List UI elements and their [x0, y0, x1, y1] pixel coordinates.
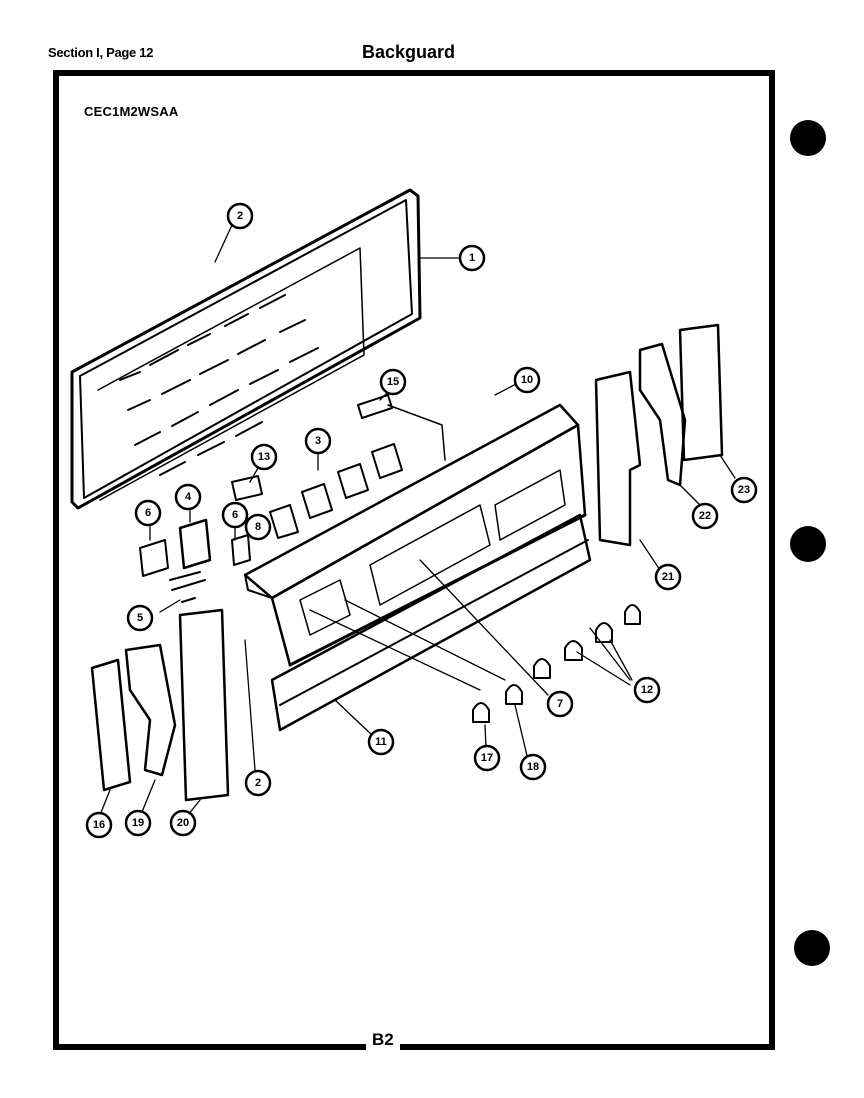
callout-label-22: 22: [699, 510, 711, 522]
binder-hole-top: [790, 120, 826, 156]
part-end-panel-21: [594, 370, 642, 547]
callout-circle-21: [654, 563, 682, 591]
callout-label-1: 1: [469, 252, 475, 264]
callout-label-23: 23: [738, 484, 750, 496]
callout-label-13: 13: [258, 451, 270, 463]
callout-label-18: 18: [527, 761, 539, 773]
callout-circle-22: [691, 502, 719, 530]
part-indicator: [231, 534, 251, 566]
callout-circle-6b: [221, 501, 249, 529]
callout-label-10: 10: [521, 374, 533, 386]
part-knobs: [472, 604, 641, 723]
callout-circle-2a: [226, 202, 254, 230]
callout-circle-3: [304, 427, 332, 455]
callout-label-11: 11: [375, 736, 387, 748]
part-timer: [178, 518, 212, 570]
callout-label-8: 8: [255, 521, 261, 533]
callout-circle-23: [730, 476, 758, 504]
part-control-panel: [243, 403, 587, 667]
callout-label-12: 12: [641, 684, 653, 696]
callout-label-2b: 2: [255, 777, 261, 789]
callout-label-4: 4: [185, 491, 192, 503]
part-bracket: [231, 475, 263, 501]
section-label: Section I, Page 12: [48, 45, 154, 60]
callout-label-17: 17: [481, 752, 493, 764]
callout-label-21: 21: [662, 571, 674, 583]
part-screws: [169, 571, 206, 603]
part-trim-strip: [270, 513, 592, 732]
part-switches: [269, 443, 403, 539]
callout-label-3: 3: [315, 435, 321, 447]
part-end-panel-20: [178, 608, 230, 802]
callout-label-19: 19: [132, 817, 144, 829]
part-end-cap-23: [678, 323, 724, 462]
callout-circle-11: [367, 728, 395, 756]
diagram-frame: [53, 70, 775, 1050]
callout-circle-1: [458, 244, 486, 272]
page-code: B2: [366, 1030, 400, 1050]
callout-circle-18: [519, 753, 547, 781]
callout-label-15: 15: [387, 376, 399, 388]
callout-circle-12: [633, 676, 661, 704]
callout-circle-17: [473, 744, 501, 772]
part-end-cap-16: [90, 658, 132, 792]
callout-label-5: 5: [137, 612, 143, 624]
binder-hole-bottom: [794, 930, 830, 966]
part-end-cap-19: [124, 643, 177, 777]
callout-circle-6a: [134, 499, 162, 527]
callout-circle-5: [126, 604, 154, 632]
part-clip: [357, 394, 393, 419]
binder-hole-middle: [790, 526, 826, 562]
part-switch-small: [139, 539, 169, 577]
callout-circle-15: [379, 368, 407, 396]
callout-circle-2b: [244, 769, 272, 797]
callout-label-6a: 6: [145, 507, 151, 519]
page-title: Backguard: [362, 42, 456, 62]
callout-label-6b: 6: [232, 509, 238, 521]
part-end-cap-22: [638, 342, 687, 487]
model-number: CEC1M2WSAA: [84, 104, 179, 119]
callout-circle-10: [513, 366, 541, 394]
callout-circle-7: [546, 690, 574, 718]
callout-circle-13: [250, 443, 278, 471]
callout-label-7: 7: [557, 698, 563, 710]
callout-circle-20: [169, 809, 197, 837]
callout-label-2a: 2: [237, 210, 243, 222]
callout-circle-8: [244, 513, 272, 541]
callout-circle-16: [85, 811, 113, 839]
part-window-panel: [70, 188, 422, 510]
callout-circle-4: [174, 483, 202, 511]
callout-label-20: 20: [177, 817, 189, 829]
callout-label-16: 16: [93, 819, 105, 831]
callout-circle-19: [124, 809, 152, 837]
